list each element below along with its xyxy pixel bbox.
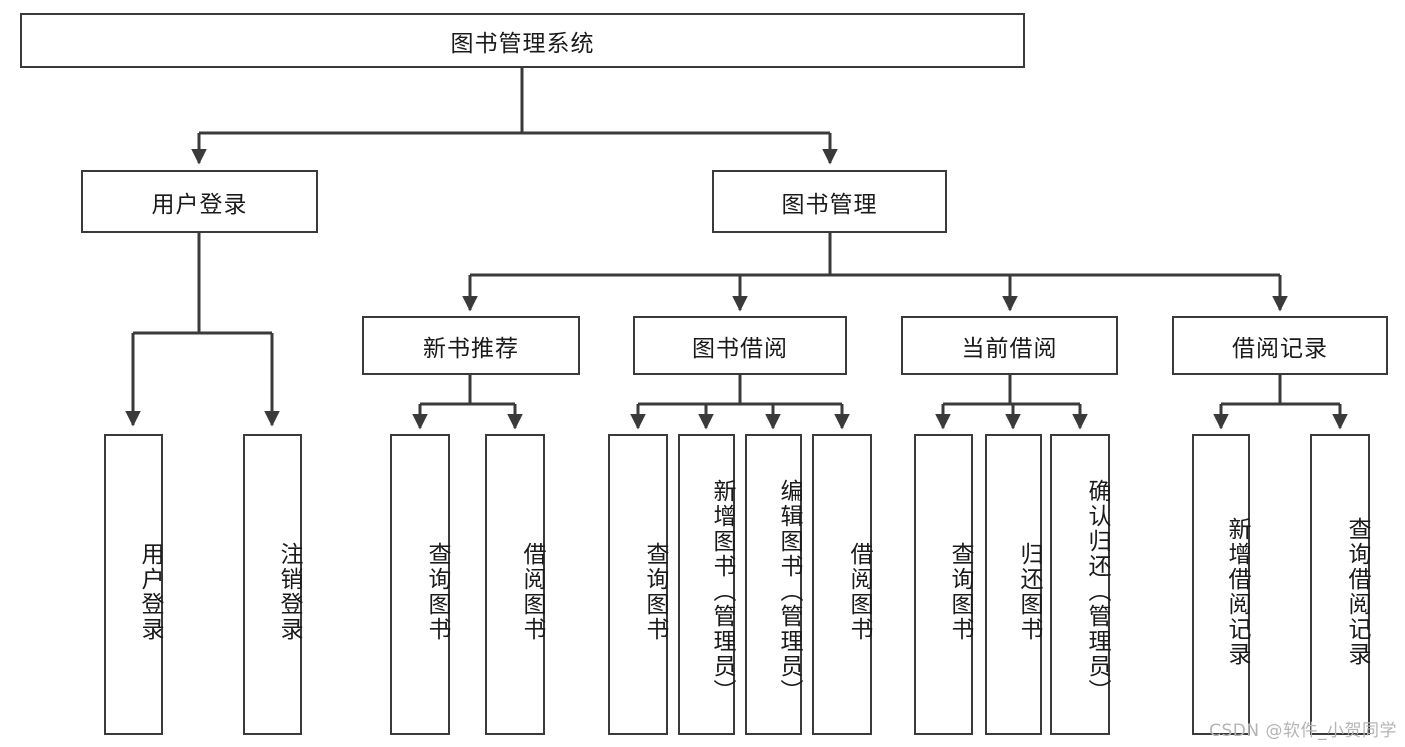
node-leaf-edit-book-label: 编辑图书（管理员）: [776, 479, 802, 704]
node-leaf-query-record-label: 查询借阅记录: [1344, 516, 1370, 667]
node-leaf-borrow-book-1-label: 借阅图书: [519, 541, 545, 642]
node-leaf-return-book-label: 归还图书: [1016, 541, 1042, 642]
node-leaf-query-record[interactable]: 查询借阅记录: [1310, 434, 1370, 735]
node-user-login[interactable]: 用户登录: [81, 170, 318, 233]
node-new-book-recommend[interactable]: 新书推荐: [362, 316, 580, 375]
node-borrow-record-label: 借阅记录: [1232, 335, 1328, 362]
node-current-borrow-label: 当前借阅: [961, 335, 1058, 362]
node-user-login-label: 用户登录: [151, 191, 248, 218]
node-leaf-borrow-book-2[interactable]: 借阅图书: [812, 434, 872, 735]
node-leaf-borrow-book-1[interactable]: 借阅图书: [485, 434, 545, 735]
node-leaf-add-book[interactable]: 新增图书（管理员）: [678, 434, 735, 735]
node-leaf-confirm-return-label: 确认归还（管理员）: [1084, 479, 1110, 704]
node-book-manage[interactable]: 图书管理: [712, 170, 947, 233]
watermark: CSDN @软件_小贺同学: [1209, 721, 1397, 741]
node-leaf-borrow-book-2-label: 借阅图书: [846, 541, 872, 642]
node-book-manage-label: 图书管理: [781, 191, 878, 218]
node-leaf-user-logout[interactable]: 注销登录: [243, 434, 302, 735]
node-leaf-query-book-1-label: 查询图书: [424, 541, 450, 642]
node-leaf-user-login-label: 用户登录: [137, 541, 163, 642]
node-current-borrow[interactable]: 当前借阅: [901, 316, 1118, 375]
node-leaf-add-record[interactable]: 新增借阅记录: [1192, 434, 1250, 735]
node-leaf-query-book-3-label: 查询图书: [947, 541, 973, 642]
node-leaf-add-book-label: 新增图书（管理员）: [709, 479, 735, 704]
node-leaf-user-login[interactable]: 用户登录: [104, 434, 163, 735]
node-leaf-query-book-1[interactable]: 查询图书: [390, 434, 450, 735]
node-leaf-query-book-3[interactable]: 查询图书: [914, 434, 973, 735]
node-new-book-recommend-label: 新书推荐: [423, 335, 519, 362]
node-leaf-query-book-2[interactable]: 查询图书: [608, 434, 668, 735]
node-leaf-edit-book[interactable]: 编辑图书（管理员）: [745, 434, 802, 735]
node-borrow-record[interactable]: 借阅记录: [1172, 316, 1388, 375]
node-book-borrow-label: 图书借阅: [692, 335, 788, 362]
node-leaf-query-book-2-label: 查询图书: [642, 541, 668, 642]
node-root-label: 图书管理系统: [450, 30, 595, 57]
node-leaf-user-logout-label: 注销登录: [276, 541, 302, 642]
node-leaf-confirm-return[interactable]: 确认归还（管理员）: [1050, 434, 1110, 735]
node-root[interactable]: 图书管理系统: [20, 13, 1025, 68]
node-book-borrow[interactable]: 图书借阅: [633, 316, 847, 375]
node-leaf-return-book[interactable]: 归还图书: [985, 434, 1042, 735]
node-leaf-add-record-label: 新增借阅记录: [1224, 516, 1250, 667]
